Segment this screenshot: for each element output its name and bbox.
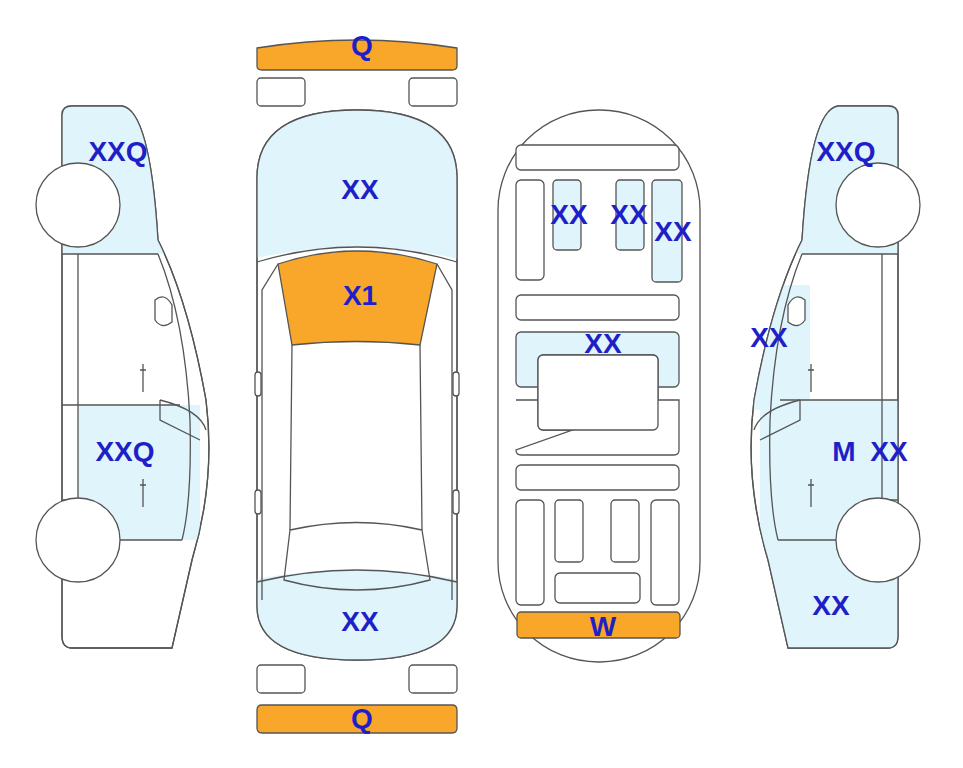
damage-code: XX	[584, 330, 621, 358]
windshield	[278, 251, 437, 345]
damage-code: XXQ	[95, 438, 154, 466]
damage-code: Q	[351, 705, 373, 733]
damage-code: W	[590, 613, 616, 641]
damage-code: XX	[550, 201, 587, 229]
rear-bumper	[257, 705, 457, 733]
damage-code: XX	[870, 438, 907, 466]
damage-code: XX	[341, 608, 378, 636]
left-side	[36, 100, 240, 648]
damage-code: XXQ	[816, 138, 875, 166]
damage-code: XX	[610, 201, 647, 229]
damage-code: XX	[341, 176, 378, 204]
right-side	[720, 100, 920, 660]
underside	[498, 110, 700, 662]
damage-code: XX	[750, 324, 787, 352]
damage-code: XX	[654, 218, 691, 246]
damage-code: XX	[812, 592, 849, 620]
damage-code: M	[832, 438, 855, 466]
damage-code: X1	[343, 282, 377, 310]
damage-code: XXQ	[88, 138, 147, 166]
damage-code: Q	[351, 32, 373, 60]
